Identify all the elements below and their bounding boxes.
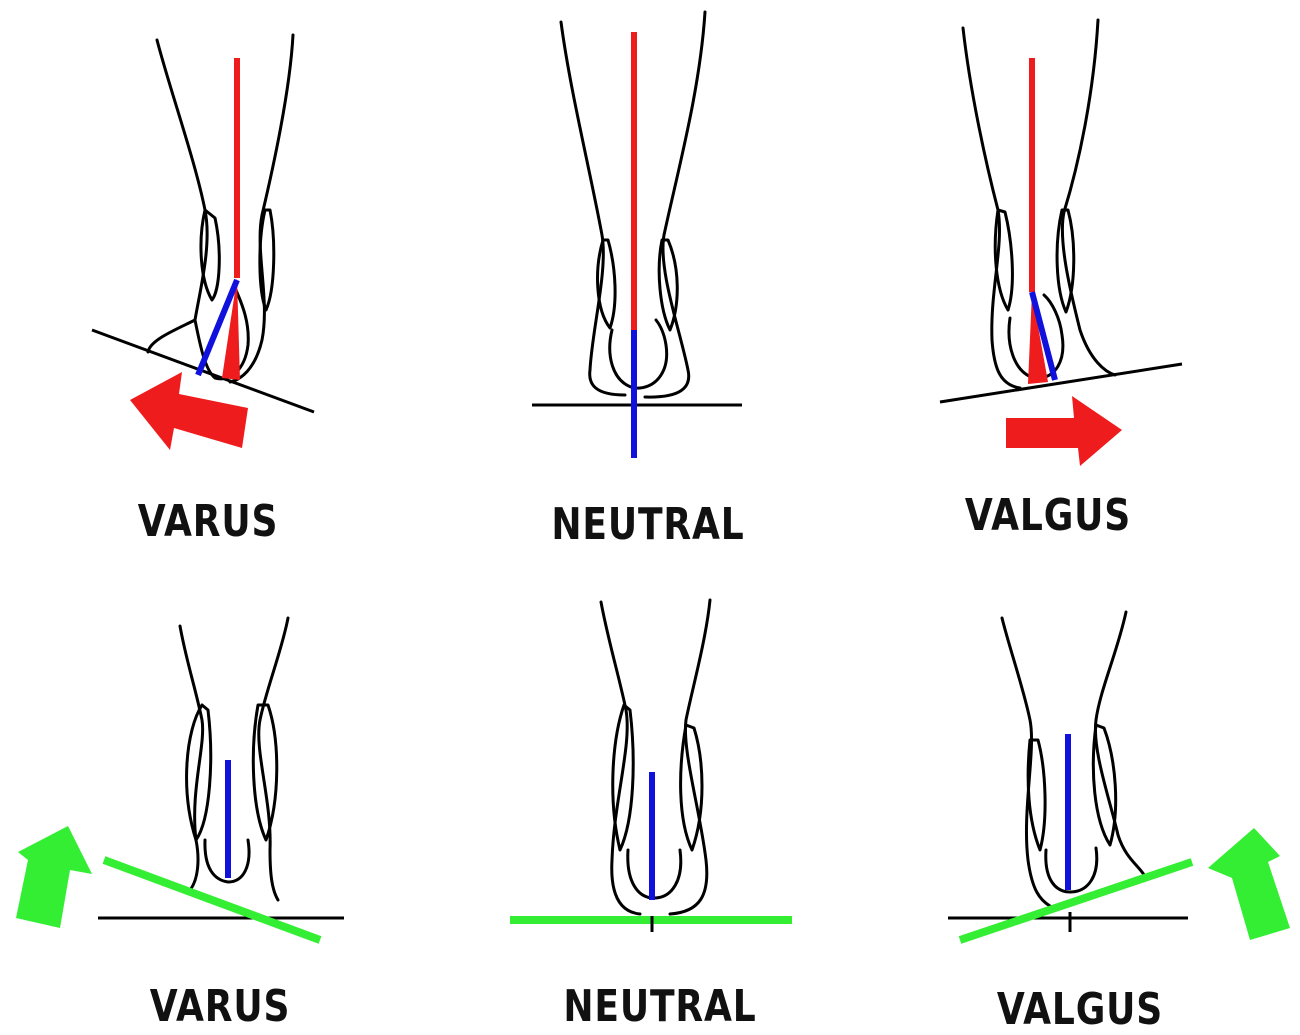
bottom-valgus-heel xyxy=(1046,848,1097,892)
bottom-varus-arrow xyxy=(16,826,92,928)
bottom-varus-figure xyxy=(16,618,344,940)
label-top-neutral: NEUTRAL xyxy=(525,503,771,547)
top-neutral-leg-left xyxy=(561,22,625,395)
bottom-neutral-malleolus-right xyxy=(681,725,702,850)
bottom-valgus-arrow xyxy=(1208,828,1290,940)
bottom-varus-leg-right xyxy=(259,618,288,900)
label-bottom-neutral: NEUTRAL xyxy=(537,985,783,1029)
top-varus-arrow xyxy=(130,372,248,450)
top-valgus-leg-left xyxy=(963,28,1020,388)
label-top-valgus: VALGUS xyxy=(925,494,1171,538)
top-neutral-leg-right xyxy=(645,12,705,397)
bottom-valgus-figure xyxy=(948,612,1290,940)
top-valgus-arrow xyxy=(1006,396,1122,466)
top-valgus-ground xyxy=(940,364,1182,402)
top-valgus-figure xyxy=(940,20,1182,466)
bottom-valgus-wedge xyxy=(960,862,1192,940)
bottom-varus-malleolus-right xyxy=(253,705,276,840)
top-valgus-leg-right xyxy=(1062,20,1115,375)
bottom-valgus-leg-right xyxy=(1095,612,1146,878)
bottom-neutral-leg-right xyxy=(670,600,710,914)
label-top-varus: VARUS xyxy=(85,500,331,544)
top-varus-figure xyxy=(92,35,314,450)
top-varus-leg-left xyxy=(148,40,207,352)
bottom-neutral-figure xyxy=(510,600,792,932)
label-bottom-valgus: VALGUS xyxy=(957,988,1203,1032)
bottom-varus-leg-left xyxy=(180,626,203,890)
top-varus-malleolus-left xyxy=(201,210,219,300)
top-neutral-figure xyxy=(532,12,742,458)
top-neutral-heel xyxy=(610,320,667,388)
label-bottom-varus: VARUS xyxy=(97,985,343,1029)
